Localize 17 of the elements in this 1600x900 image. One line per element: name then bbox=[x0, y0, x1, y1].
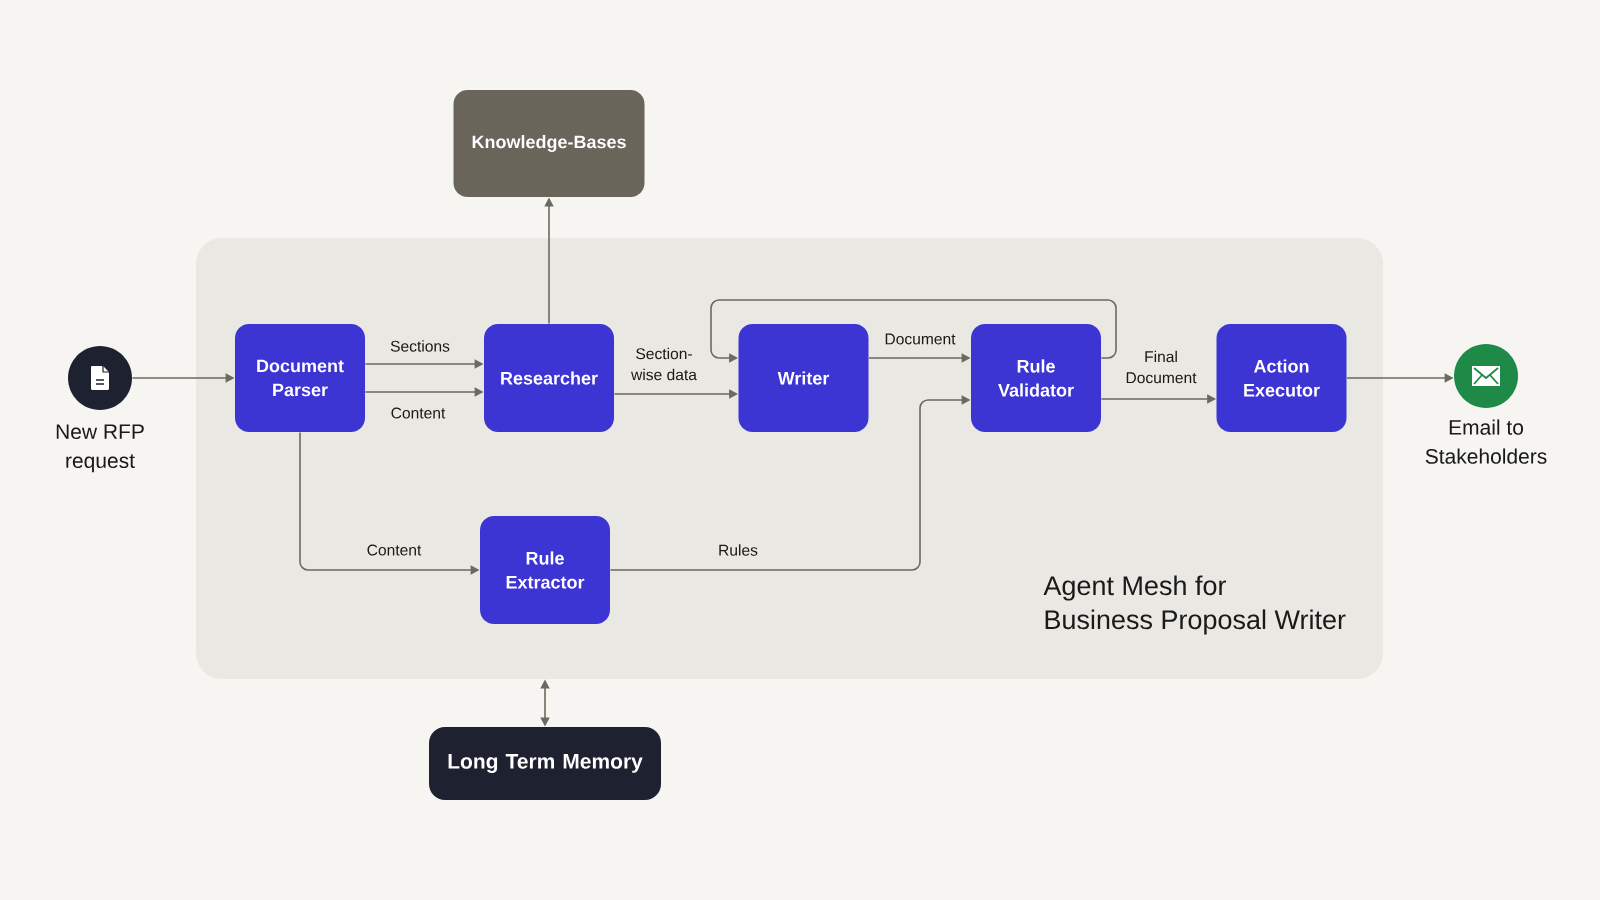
edge-label: Content bbox=[364, 542, 424, 558]
node-caption: New RFP request bbox=[56, 424, 144, 473]
edge-label: Section-wise data bbox=[622, 345, 706, 383]
edge-label: Final Document bbox=[1119, 348, 1203, 386]
edge-label: Content bbox=[388, 405, 448, 421]
node-caption: Email to Stakeholders bbox=[1425, 419, 1547, 464]
process-box: Researcher bbox=[484, 324, 614, 432]
store-box: Knowledge-Bases bbox=[453, 90, 645, 197]
process-box: Rule Validator bbox=[971, 324, 1101, 432]
process-box: Document Parser bbox=[235, 324, 365, 432]
process-box: Rule Extractor bbox=[480, 516, 610, 624]
edge-label: Rules bbox=[716, 542, 760, 558]
edge-label: Sections bbox=[388, 338, 452, 354]
store-box: Long Term Memory bbox=[429, 727, 661, 800]
process-box: Writer bbox=[738, 324, 869, 432]
process-box: Action Executor bbox=[1216, 324, 1347, 432]
panel-title: Agent Mesh for Business Proposal Writer bbox=[1043, 575, 1346, 635]
